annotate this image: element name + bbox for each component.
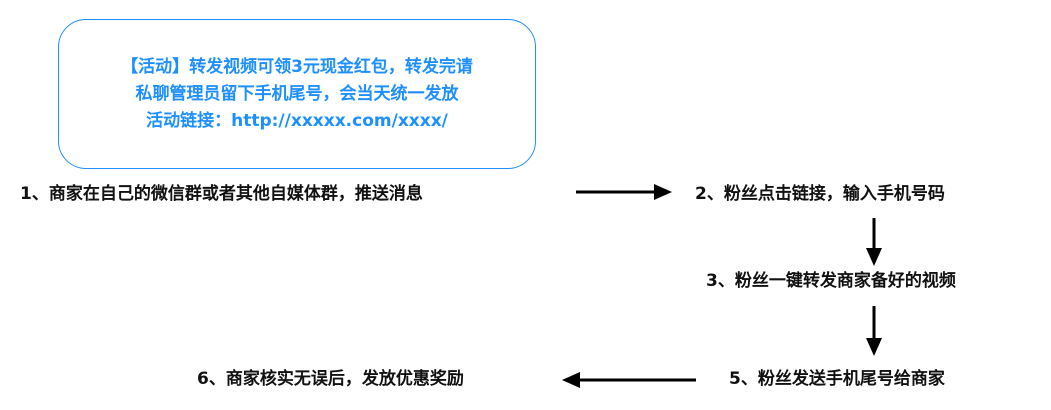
step-6-label: 6、商家核实无误后，发放优惠奖励 — [197, 369, 464, 389]
callout-line-1: 【活动】转发视频可领3元现金红包，转发完请 — [121, 56, 473, 77]
arrow-left-icon — [562, 372, 696, 388]
arrow-down-icon — [866, 306, 882, 356]
step-3-label: 3、粉丝一键转发商家备好的视频 — [706, 271, 956, 291]
callout-line-2: 私聊管理员留下手机尾号，会当天统一发放 — [135, 83, 459, 104]
callout-line-3: 活动链接：http://xxxxx.com/xxxx/ — [146, 110, 448, 131]
arrow-down-icon — [866, 218, 882, 266]
step-5-label: 5、粉丝发送手机尾号给商家 — [729, 369, 945, 389]
activity-callout-box: 【活动】转发视频可领3元现金红包，转发完请 私聊管理员留下手机尾号，会当天统一发… — [58, 19, 536, 169]
arrow-right-icon — [576, 184, 672, 200]
step-1-label: 1、商家在自己的微信群或者其他自媒体群，推送消息 — [20, 184, 423, 204]
step-2-label: 2、粉丝点击链接，输入手机号码 — [695, 184, 945, 204]
